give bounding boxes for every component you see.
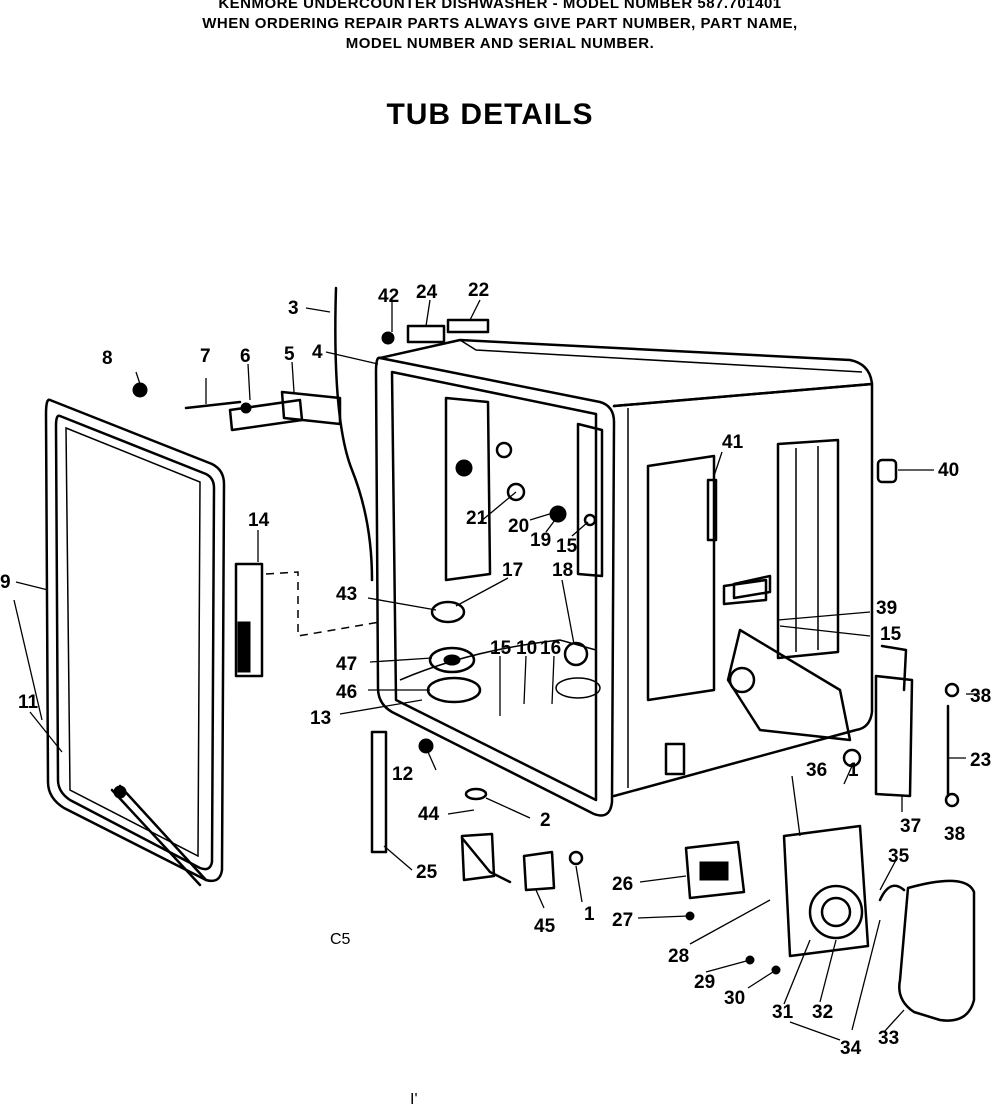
callout-17: 17 [502,560,523,581]
callout-30: 30 [724,988,745,1009]
bottom-center-parts [370,730,584,892]
callout-21: 21 [466,508,488,529]
page-header: KENMORE UNDERCOUNTER DISHWASHER - MODEL … [0,0,1000,54]
callout-14: 14 [248,510,270,531]
part-40-clip [876,458,898,484]
top-parts [381,318,490,345]
callout-4: 4 [312,342,323,363]
header-line-2: WHEN ORDERING REPAIR PARTS ALWAYS GIVE P… [202,15,798,32]
callout-26: 26 [612,874,633,895]
callout-15a: 15 [556,536,578,557]
callout-24: 24 [416,282,438,303]
callout-9: 9 [0,572,11,593]
callout-39: 39 [876,598,897,619]
callout-22: 22 [468,280,489,301]
callout-45: 45 [534,916,556,937]
callout-38b: 38 [944,824,965,845]
callout-6: 6 [240,346,251,367]
diagram-code: C5 [330,931,351,948]
callout-34: 34 [840,1038,862,1059]
callout-labels: 3 42 24 22 4 5 6 7 8 9 11 14 21 20 19 15… [0,280,991,1108]
header-line-1: KENMORE UNDERCOUNTER DISHWASHER - MODEL … [218,0,782,12]
callout-3: 3 [288,298,299,319]
callout-16: 16 [540,638,561,659]
dishwasher-tub [374,338,874,817]
wash-arm-assembly [426,600,589,704]
callout-1: 1 [584,904,595,925]
callout-28: 28 [668,946,689,967]
callout-7: 7 [200,346,211,367]
header-line-3: MODEL NUMBER AND SERIAL NUMBER. [345,35,655,52]
leader-lines [13,299,980,1041]
callout-1b: 1 [848,760,859,781]
callout-19: 19 [530,530,551,551]
right-side-parts [842,644,960,808]
callout-10: 10 [516,638,537,659]
callout-40: 40 [938,460,959,481]
callout-46: 46 [336,682,357,703]
callout-33: 33 [878,1028,899,1049]
callout-2: 2 [540,810,551,831]
callout-31: 31 [772,1002,794,1023]
callout-35: 35 [888,846,910,867]
fastener-group [455,441,597,527]
callout-15b: 15 [490,638,512,659]
callout-36: 36 [806,760,827,781]
door-gasket-frame [44,398,226,887]
callout-15c: 15 [880,624,902,645]
callout-11: 11 [18,692,39,713]
callout-27: 27 [612,910,633,931]
callout-43: 43 [336,584,357,605]
callout-38a: 38 [970,686,991,707]
motor-pump-assembly [684,824,976,1022]
callout-32: 32 [812,1002,833,1023]
callout-12: 12 [392,764,413,785]
callout-23: 23 [970,750,991,771]
callout-5: 5 [284,344,295,365]
callout-18: 18 [552,560,573,581]
part-3-hose [334,286,374,582]
hinge-assembly [132,382,342,432]
part-14-bracket [234,562,381,678]
callout-13: 13 [310,708,331,729]
callout-8: 8 [102,348,113,369]
callout-42: 42 [378,286,399,307]
footer-mark: I' [410,1091,418,1108]
callout-47: 47 [336,654,357,675]
callout-29: 29 [694,972,715,993]
callout-20: 20 [508,516,529,537]
callout-37: 37 [900,816,921,837]
page-title: TUB DETAILS [386,98,594,131]
part-41-bracket [706,478,768,606]
callout-41: 41 [722,432,744,453]
callout-44: 44 [418,804,440,825]
callout-25: 25 [416,862,438,883]
